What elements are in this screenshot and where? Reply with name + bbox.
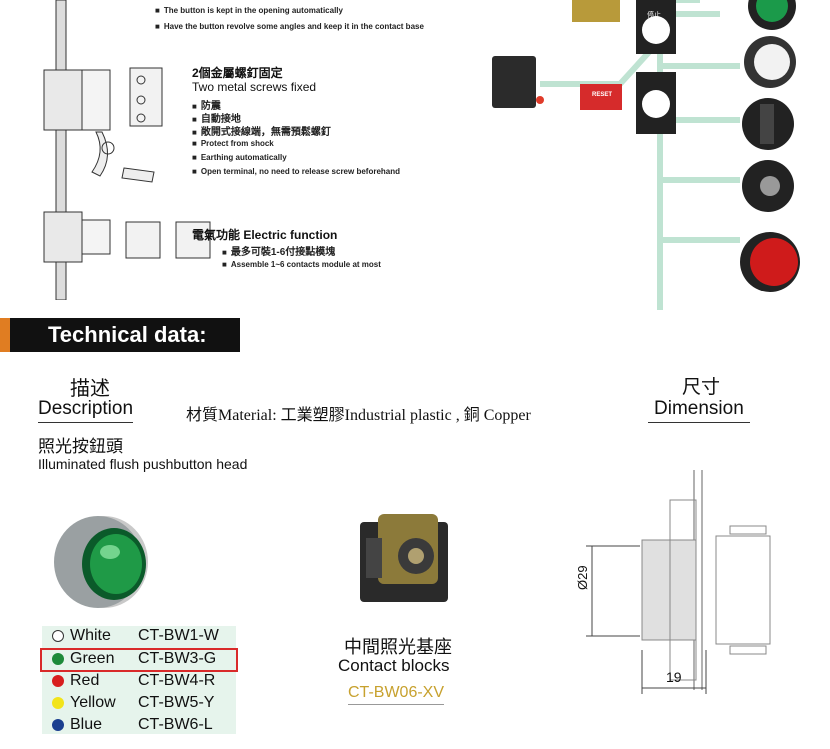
dim-length: 19 (666, 669, 682, 685)
green-pushbutton-image (54, 516, 148, 608)
screws-cn-1: 防震 (192, 97, 221, 112)
electric-cn: 最多可裝1-6付接點模塊 (222, 243, 335, 258)
variant-code: CT-BW5-Y (138, 694, 215, 711)
head-title-cn: 照光按鈕頭 (38, 437, 123, 456)
screws-cn-2: 自動接地 (192, 110, 241, 125)
description-heading-cn: 描述 (70, 378, 110, 400)
head-title-en: Illuminated flush pushbutton head (38, 456, 248, 472)
technical-data-title: Technical data: (48, 322, 207, 347)
screws-en-2: Earthing automatically (192, 153, 287, 162)
blue-dot-icon (52, 719, 64, 731)
variant-name: White (70, 627, 111, 644)
note-revolve: Have the button revolve some angles and … (155, 22, 424, 31)
dimension-heading-en: Dimension (648, 398, 750, 423)
variant-code: CT-BW3-G (138, 650, 217, 667)
note-auto-keep: The button is kept in the opening automa… (155, 6, 343, 15)
variant-name: Green (70, 650, 115, 667)
variant-row-red: Red CT-BW4-R (42, 671, 236, 693)
variant-row-blue: Blue CT-BW6-L (42, 715, 236, 737)
white-dot-icon (52, 630, 64, 642)
contact-block-image (360, 514, 448, 602)
variant-row-white: White CT-BW1-W (42, 626, 236, 648)
screws-title-cn: 2個金屬螺釘固定 (192, 66, 283, 80)
variant-code: CT-BW4-R (138, 672, 216, 689)
green-dot-icon (52, 653, 64, 665)
screws-title-en: Two metal screws fixed (192, 80, 317, 94)
variant-code: CT-BW1-W (138, 627, 219, 644)
header-accent (0, 318, 10, 352)
dim-diameter: Ø29 (575, 565, 590, 590)
screws-en-1: Protect from shock (192, 139, 274, 148)
variant-name: Yellow (70, 694, 116, 711)
product-assembly-illustration (492, 0, 800, 310)
variant-name: Red (70, 672, 100, 689)
mounting-diagram (43, 0, 211, 300)
contact-code: CT-BW06-XV (348, 684, 445, 705)
electric-title: 電氣功能 Electric function (192, 228, 338, 242)
variant-table (42, 626, 236, 734)
variant-name: Blue (70, 716, 103, 733)
reset-label: RESET (592, 92, 613, 98)
screws-en-3: Open terminal, no need to release screw … (192, 167, 400, 176)
electric-en: Assemble 1~6 contacts module at most (222, 260, 381, 269)
red-dot-icon (52, 675, 64, 687)
dimension-drawing (586, 470, 771, 694)
description-heading-en: Description (38, 398, 134, 423)
yellow-dot-icon (52, 697, 64, 709)
material-text: 材質Material: 工業塑膠Industrial plastic , 銅 C… (186, 407, 531, 424)
variant-row-yellow: Yellow CT-BW5-Y (42, 693, 236, 715)
contact-title-cn: 中間照光基座 (344, 637, 452, 657)
contact-title-en: Contact blocks (338, 656, 450, 675)
screws-cn-3: 敞開式接線端，無需預鬆螺釘 (192, 123, 331, 138)
stop-label: 停止 (647, 12, 661, 19)
technical-data-header: Technical data: (0, 318, 240, 352)
dimension-heading-cn: 尺寸 (682, 377, 721, 398)
variant-code: CT-BW6-L (138, 716, 213, 733)
variant-row-green: Green CT-BW3-G (40, 648, 238, 672)
